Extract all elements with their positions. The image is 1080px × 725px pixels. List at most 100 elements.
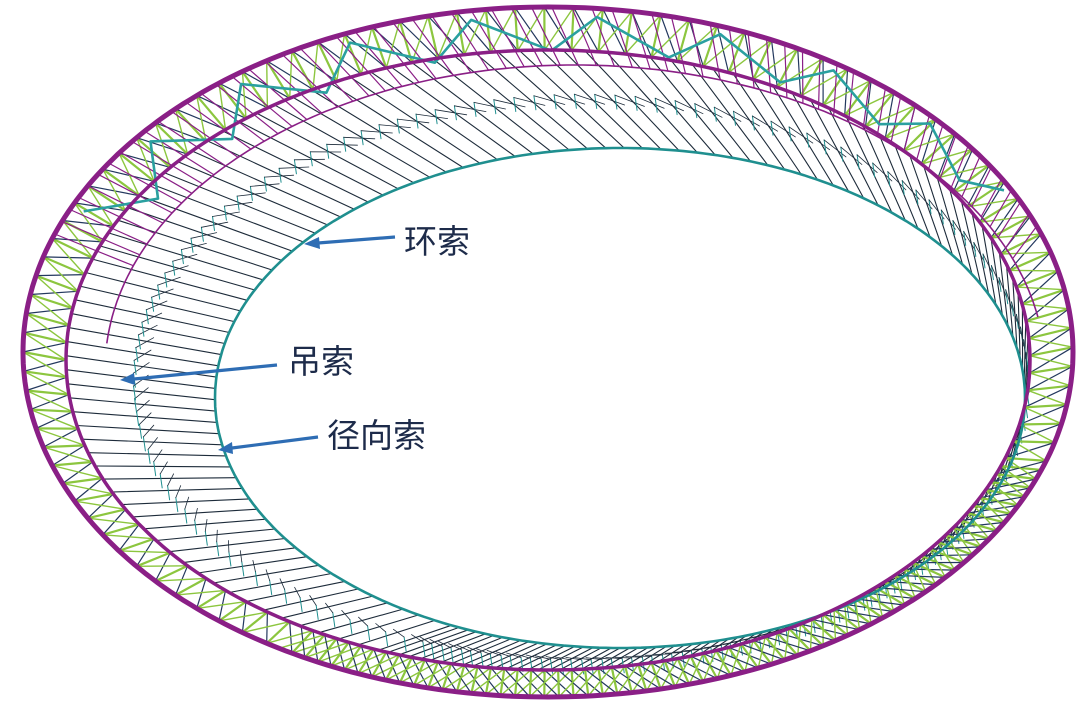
lattice-member (171, 110, 239, 158)
hanger-cable (495, 651, 511, 657)
truss-post (217, 600, 248, 623)
radial-cable (197, 556, 308, 574)
truss-diagonal (995, 460, 1047, 475)
truss-diagonal (1028, 372, 1072, 387)
radial-cable (981, 224, 997, 306)
truss-post (154, 564, 189, 583)
hanger-cable (473, 102, 506, 110)
truss-post (217, 81, 248, 120)
hanger-cable (200, 226, 204, 242)
hanger-cable (806, 132, 810, 148)
green-bottom-chord (64, 48, 1032, 672)
truss-diagonal (602, 8, 626, 55)
hanger-cable (1020, 326, 1024, 347)
radial-cable (584, 50, 680, 152)
radial-cable (828, 107, 879, 206)
truss-diagonal (1018, 423, 1056, 444)
hanger-cable (806, 132, 830, 151)
hanger-cable (184, 496, 190, 510)
hanger-cable (194, 519, 198, 535)
hanger-cable (788, 126, 792, 142)
hanger-cable (134, 387, 149, 400)
truss-post (884, 104, 917, 140)
hanger-cable (252, 560, 256, 572)
radial-cable (505, 644, 558, 670)
radial-cable (878, 134, 919, 230)
truss-diagonal (241, 70, 291, 99)
truss-diagonal (645, 660, 666, 692)
truss-diagonal (118, 523, 140, 552)
hanger-cable (415, 113, 419, 129)
truss-diagonal (984, 478, 1037, 491)
radial-cable (948, 187, 973, 276)
hanger-cable (713, 106, 717, 122)
truss-diagonal (799, 67, 849, 97)
hanger-cable (480, 652, 484, 668)
ring-cable (213, 146, 1027, 650)
hanger-cable (733, 110, 736, 126)
truss-diagonal (398, 654, 415, 687)
truss-post (117, 537, 156, 553)
truss-diagonal (966, 197, 1019, 208)
radial-cable-label: 径向索 (327, 416, 426, 455)
lattice-member (862, 78, 871, 130)
truss-post (195, 589, 227, 610)
truss-diagonal (1008, 233, 1042, 271)
truss-diagonal (1029, 327, 1073, 357)
truss-diagonal (557, 669, 589, 697)
lattice-member (247, 68, 308, 121)
hanger-cable (991, 265, 1001, 286)
radial-cable (527, 645, 576, 671)
ring-cable-pointer (317, 235, 396, 245)
truss-diagonal (35, 274, 74, 309)
hanger-cable (1016, 313, 1021, 335)
truss-post (22, 370, 68, 379)
hanger-cable (263, 174, 295, 178)
hanger-cable (269, 580, 273, 596)
hanger-cable-pointer (133, 363, 278, 381)
radial-cable (732, 73, 802, 176)
truss-diagonal (174, 108, 227, 131)
hanger-cable (963, 230, 976, 252)
hanger-cable (674, 100, 704, 115)
truss-diagonal (25, 376, 68, 392)
hanger-cable (139, 412, 152, 425)
truss-diagonal (23, 370, 70, 396)
truss-diagonal (102, 534, 155, 540)
truss-diagonal (154, 122, 172, 169)
truss-diagonal (1023, 385, 1072, 408)
lattice-member (876, 87, 887, 137)
lattice-member (971, 166, 992, 208)
hanger-cable (434, 109, 438, 125)
hanger-cable (982, 253, 986, 269)
hanger-cable (476, 648, 491, 655)
hanger-cable (470, 650, 473, 666)
hanger-cable (913, 565, 916, 581)
lattice-member (144, 130, 215, 176)
hanger-cable (1005, 289, 1009, 305)
hanger-cable (223, 205, 227, 221)
hanger-cable (1011, 301, 1018, 322)
radial-cable (182, 547, 297, 564)
radial-cable (155, 528, 276, 542)
truss-diagonal (543, 6, 573, 52)
hanger-cable (681, 652, 685, 667)
truss-post (623, 10, 634, 56)
truss-post (135, 551, 172, 568)
radial-cable (318, 608, 404, 634)
hanger-cable (573, 93, 577, 109)
radial-cable (936, 176, 964, 266)
truss-diagonal (102, 508, 127, 536)
hanger-cable (614, 656, 632, 659)
hanger-cable (614, 94, 618, 110)
lattice-member (1011, 225, 1038, 260)
truss-diagonal (1025, 320, 1073, 329)
lattice-member (950, 144, 970, 188)
hanger-cable (990, 265, 994, 281)
hanger-cable (998, 277, 1007, 298)
hanger-cable (533, 95, 537, 111)
truss-diagonal (730, 643, 742, 677)
truss-post (911, 561, 947, 579)
truss-post (290, 49, 314, 91)
